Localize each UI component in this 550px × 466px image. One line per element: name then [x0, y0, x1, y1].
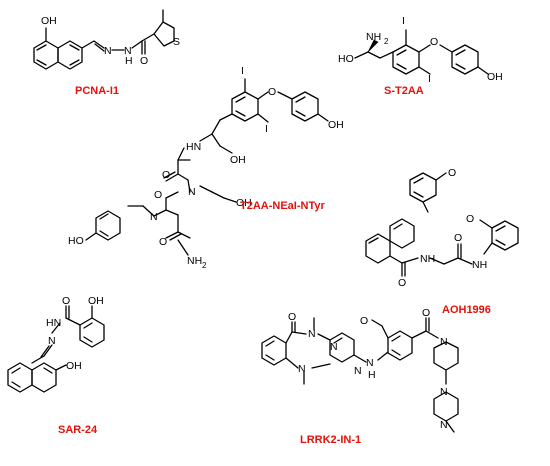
molecule-lrrk2-in-1: O N O O N N N N H N N N LRRK2-IN-1: [261, 307, 459, 446]
atom-label: O: [430, 36, 438, 48]
atom-label: O: [398, 277, 406, 289]
molecule-s-t2aa: I NH 2 O HO I OH S-T2AA: [338, 15, 503, 97]
atom-label: OH: [236, 197, 252, 209]
atom-label: HN: [46, 317, 61, 329]
atom-label: N: [188, 186, 196, 198]
compound-name-s-t2aa: S-T2AA: [384, 85, 424, 97]
atom-label: N: [440, 336, 448, 348]
atom-label: O: [268, 86, 276, 98]
atom-label: OH: [41, 15, 57, 27]
atom-label: OH: [88, 295, 104, 307]
atom-label: N: [366, 357, 374, 369]
atom-label: 2: [202, 261, 207, 270]
molecule-sar-24: O OH HN N OH SAR-24: [7, 295, 105, 436]
molecule-t2aa-neai-ntyr: I O I OH HN OH O N O N OH HO O NH 2 T2AA…: [68, 65, 344, 270]
atom-label: O: [154, 189, 162, 201]
atom-label: O: [62, 295, 70, 307]
atom-label: H: [125, 55, 133, 67]
atom-label: NH: [366, 31, 381, 43]
atom-label: O: [162, 169, 170, 181]
atom-label: 2: [384, 37, 389, 46]
atom-label: I: [428, 73, 431, 85]
atom-label: O: [466, 213, 474, 225]
atom-label: N: [354, 365, 362, 377]
atom-label: NH: [420, 253, 435, 265]
molecule-pcna-i1: OH N N H O S PCNA-I1: [33, 9, 180, 97]
atom-label: I: [402, 15, 405, 27]
atom-label: N: [150, 211, 158, 223]
atom-label: O: [422, 307, 430, 319]
atom-label: NH: [187, 255, 202, 267]
atom-label: S: [173, 36, 180, 48]
compound-name-aoh1996: AOH1996: [442, 304, 491, 316]
atom-label: OH: [230, 154, 246, 166]
compound-name-lrrk2-in-1: LRRK2-IN-1: [300, 434, 361, 446]
atom-label: HO: [338, 53, 354, 65]
atom-label: I: [265, 123, 268, 135]
atom-label: N: [440, 386, 448, 398]
atom-label: N: [124, 45, 132, 57]
atom-label: N: [440, 419, 448, 431]
atom-label: I: [241, 65, 244, 77]
atom-label: O: [140, 55, 148, 67]
compound-name-pcna-i1: PCNA-I1: [75, 85, 119, 97]
compound-name-sar-24: SAR-24: [58, 424, 98, 436]
atom-label: NH: [472, 259, 487, 271]
atom-label: N: [308, 328, 316, 340]
atom-label: O: [159, 236, 167, 248]
atom-label: O: [360, 315, 368, 327]
atom-label: N: [330, 341, 338, 353]
atom-label: O: [448, 167, 456, 179]
atom-label: N: [104, 45, 112, 57]
atom-label: O: [288, 311, 296, 323]
atom-label: H: [368, 369, 376, 381]
atom-label: O: [454, 232, 462, 244]
atom-label: OH: [328, 119, 344, 131]
atom-label: N: [48, 335, 56, 347]
atom-label: OH: [487, 71, 503, 83]
molecule-aoh1996: O O NH O O NH NH AOH1996: [365, 167, 519, 316]
compound-name-t2aa-neai-ntyr: T2AA-NEaI-NTyr: [240, 200, 325, 212]
atom-label: HO: [68, 235, 84, 247]
atom-label: N: [298, 363, 306, 375]
atom-label: OH: [66, 360, 82, 372]
atom-label: HN: [186, 141, 201, 153]
